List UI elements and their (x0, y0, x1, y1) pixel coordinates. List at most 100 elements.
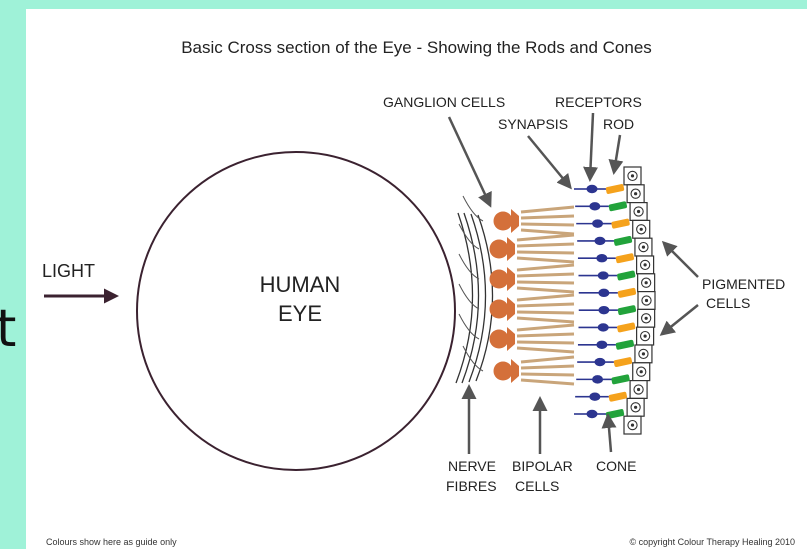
synapse-dot (594, 237, 605, 245)
bipolar-cell (521, 207, 574, 212)
rod-cell (611, 218, 630, 229)
ganglion-cells (490, 209, 520, 383)
pigment-nucleus (640, 228, 643, 231)
bipolar-cell (521, 366, 574, 368)
bipolar-cell (521, 357, 574, 362)
pigmented-cells (624, 167, 655, 434)
pigment-nucleus (637, 388, 640, 391)
pigment-nucleus (645, 317, 648, 320)
synapse-dot (594, 358, 605, 366)
cone-cell (615, 339, 634, 350)
pigment-nucleus (637, 210, 640, 213)
ganglion-process (507, 327, 515, 351)
synapsis-label: SYNAPSIS (498, 116, 568, 132)
cone-label: CONE (596, 458, 636, 474)
rod-cell (605, 184, 624, 195)
bipolar-cell (517, 312, 574, 313)
pigmented-label-line1: PIGMENTED (702, 276, 785, 292)
footer-note: Colours show here as guide only (46, 537, 177, 547)
eye-label-line2: EYE (278, 301, 322, 326)
pigment-nucleus (634, 192, 637, 195)
fibre-link (459, 284, 479, 309)
pigment-nucleus (631, 174, 634, 177)
synapse-dot (596, 341, 607, 349)
synapse-dot (596, 254, 607, 262)
pigmented-arrow-upper (664, 243, 698, 277)
cone-arrow (608, 416, 611, 452)
synapsis-arrow (528, 136, 570, 187)
ganglion-cell (490, 270, 509, 289)
rod-cell (617, 322, 636, 333)
ganglion-process (507, 267, 515, 291)
bipolar-cell (517, 342, 574, 343)
pigment-nucleus (645, 299, 648, 302)
bipolar-cell (517, 235, 574, 240)
pigment-nucleus (642, 352, 645, 355)
synapse-dot (598, 306, 609, 314)
ganglion-process (507, 237, 515, 261)
synapse-dot (589, 202, 600, 210)
eye-label-line1: HUMAN (260, 272, 341, 297)
ganglion-label: GANGLION CELLS (383, 94, 505, 110)
footer-copyright: © copyright Colour Therapy Healing 2010 (629, 537, 795, 547)
receptors-label: RECEPTORS (555, 94, 642, 110)
bipolar-cell (517, 334, 574, 336)
cone-cell (617, 270, 636, 281)
ganglion-process (511, 209, 519, 233)
light-label: LIGHT (42, 261, 95, 281)
bipolar-cell (517, 258, 574, 262)
ganglion-cell (494, 362, 513, 381)
pigmented-arrow-lower (662, 305, 698, 334)
bipolar-cell (521, 224, 574, 225)
pigment-nucleus (642, 246, 645, 249)
cone-cell (617, 305, 636, 316)
cone-cell (613, 236, 632, 247)
receptors-arrow (590, 113, 593, 179)
synapse-dot (587, 410, 598, 418)
ganglion-cell (490, 240, 509, 259)
pigment-nucleus (644, 335, 647, 338)
nerve-label-line1: NERVE (448, 458, 496, 474)
bipolar-cell (517, 288, 574, 292)
synapse-dot (598, 323, 609, 331)
bipolar-label-line2: CELLS (515, 478, 559, 494)
rod-label: ROD (603, 116, 634, 132)
synapse-dot (598, 289, 609, 297)
ganglion-arrow (449, 117, 490, 205)
ganglion-cell (490, 300, 509, 319)
bipolar-cell (517, 295, 574, 300)
bipolar-cell (521, 374, 574, 375)
bipolar-cell (521, 216, 574, 218)
ganglion-process (511, 359, 519, 383)
synapse-dot (589, 392, 600, 400)
rod-cell (608, 391, 627, 402)
pigment-nucleus (634, 406, 637, 409)
bipolar-cell (521, 230, 574, 234)
rod-cell (613, 357, 632, 368)
cropped-margin-glyph: t (0, 303, 16, 355)
pigmented-label-line2: CELLS (706, 295, 750, 311)
bipolar-cell (517, 304, 574, 306)
pigment-nucleus (631, 424, 634, 427)
synapse-dot (598, 271, 609, 279)
bipolar-cell (517, 252, 574, 253)
bipolar-cell (517, 348, 574, 352)
nerve-label-line2: FIBRES (446, 478, 497, 494)
cone-cell (608, 201, 627, 212)
bipolar-cell (521, 380, 574, 384)
receptors (574, 184, 636, 420)
bipolar-cell (517, 274, 574, 276)
bipolar-cells (517, 207, 574, 384)
pigment-nucleus (640, 370, 643, 373)
pigment-nucleus (644, 263, 647, 266)
pigment-nucleus (645, 281, 648, 284)
diagram-card: Basic Cross section of the Eye - Showing… (26, 9, 807, 549)
ganglion-process (507, 297, 515, 321)
rod-cell (617, 288, 636, 299)
cone-cell (611, 374, 630, 385)
bipolar-label-line1: BIPOLAR (512, 458, 573, 474)
synapse-dot (592, 219, 603, 227)
bipolar-cell (517, 318, 574, 322)
bipolar-cell (517, 265, 574, 270)
ganglion-cell (490, 330, 509, 349)
